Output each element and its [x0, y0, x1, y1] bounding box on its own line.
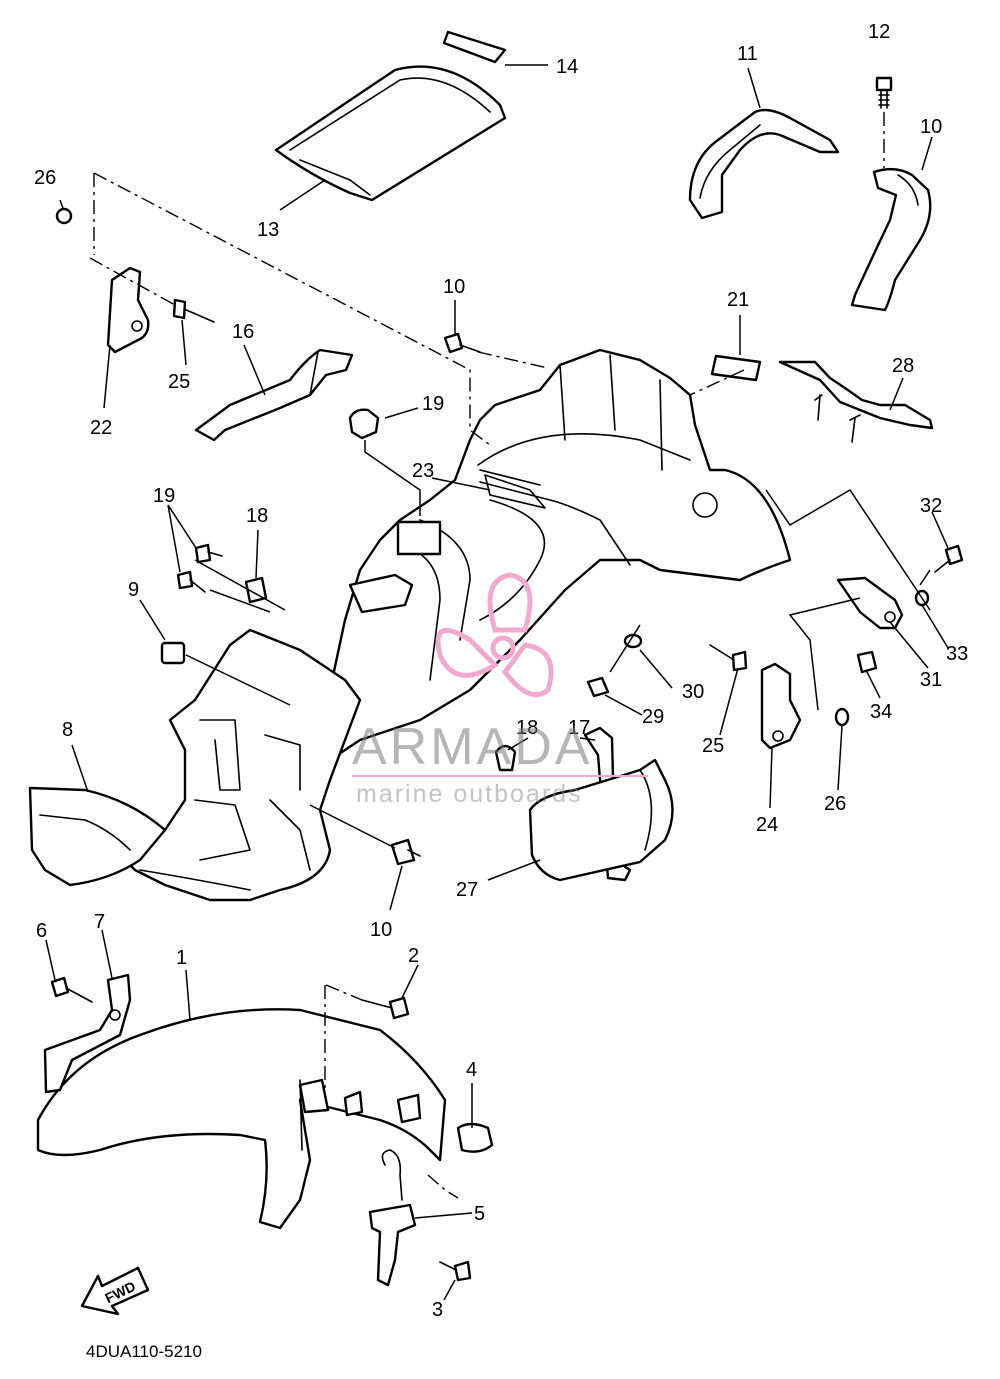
leader-lines [89, 112, 931, 1199]
callout-22: 23 [412, 460, 434, 482]
part-10-bolt-top [443, 332, 481, 354]
callout-12: 11 [737, 43, 758, 65]
callout-7: 7 [94, 911, 105, 933]
callout-15: 14 [556, 56, 578, 78]
callout-26b: 26 [824, 793, 846, 815]
part-26-nut-right [834, 707, 850, 727]
callout-27: 27 [456, 879, 478, 901]
callout-17: 17 [568, 717, 590, 739]
part-24-bracket [106, 266, 150, 354]
part-2-bolt [361, 996, 410, 1020]
callout-10: 10 [443, 276, 465, 298]
watermark-brand: ARMADA [352, 718, 592, 776]
callout-29: 29 [642, 706, 664, 728]
callout-16: 16 [232, 321, 254, 343]
watermark: ARMADA marine outboards [352, 718, 648, 808]
callout-18: 18 [246, 505, 268, 527]
part-25-rivet-right [709, 644, 748, 672]
part-28-plate-bracket [778, 360, 934, 443]
callout-1: 1 [176, 947, 187, 969]
callout-33: 33 [946, 643, 968, 665]
part-7-stay [43, 973, 132, 1094]
callout-28: 28 [892, 355, 914, 377]
callout-13: 12 [868, 21, 890, 43]
callout-21: 21 [727, 289, 749, 311]
callout-24: 22 [90, 417, 112, 439]
callout-6: 6 [36, 920, 47, 942]
part-26-nut [55, 207, 73, 225]
part-34-nut [856, 650, 878, 674]
part-31-bracket [836, 576, 904, 630]
callout-10b: 10 [370, 919, 392, 941]
part-4-grommet [456, 1122, 494, 1153]
part-20-clamp [348, 408, 380, 440]
callout-3: 3 [432, 1299, 443, 1321]
part-19-screws [176, 543, 223, 593]
part-23-bracket [760, 662, 802, 750]
callout-34: 34 [870, 701, 892, 723]
part-5-hose-guide [368, 1149, 417, 1287]
callout-18b: 18 [516, 717, 538, 739]
watermark-tagline: marine outboards [356, 780, 583, 808]
part-25-rivet [172, 298, 215, 323]
fwd-arrow-icon: FWD [80, 1266, 150, 1316]
armada-propeller-logo-icon [435, 572, 554, 697]
part-12-grab-handle [688, 108, 840, 220]
callout-labels: 14 13 11 12 10 26 22 25 16 19 10 21 28 2… [34, 21, 968, 1321]
callout-23: 24 [756, 814, 778, 836]
callout-26: 26 [34, 167, 56, 189]
callout-32: 32 [920, 495, 942, 517]
drawing-code: 4DUA110-5210 [86, 1342, 202, 1361]
part-14-cover [274, 65, 507, 202]
callout-25: 25 [168, 371, 190, 393]
callout-31: 31 [920, 669, 942, 691]
callout-25b: 25 [702, 735, 724, 757]
part-21-pad [710, 354, 762, 382]
part-11-side-handle [850, 167, 932, 312]
callout-19: 19 [153, 485, 175, 507]
part-13-bolt [875, 76, 893, 109]
callout-8: 8 [62, 719, 73, 741]
part-16-stay [194, 348, 354, 442]
callout-5: 5 [474, 1203, 485, 1225]
part-8-flap [28, 786, 167, 887]
part-22-rear-fender-box [288, 348, 792, 782]
part-6-bolt [50, 976, 93, 1003]
part-29-nut [586, 676, 610, 698]
callout-20: 19 [422, 393, 444, 415]
callout-9: 9 [128, 579, 139, 601]
callout-11: 10 [920, 116, 942, 138]
part-32-screw [934, 544, 964, 573]
part-1-front-fender [36, 1008, 447, 1230]
callout-14: 13 [257, 219, 279, 241]
callout-2: 2 [408, 945, 419, 967]
part-9-clip [160, 641, 186, 665]
part-15-tag [442, 30, 507, 64]
callout-leaders [45, 64, 949, 1301]
callout-4: 4 [466, 1059, 477, 1081]
part-3-bolt [439, 1260, 472, 1282]
callout-30: 30 [682, 681, 704, 703]
part-10-bolt-lower [390, 838, 421, 866]
part-battery-box [123, 628, 362, 902]
part-18-grommet-right [494, 744, 517, 772]
